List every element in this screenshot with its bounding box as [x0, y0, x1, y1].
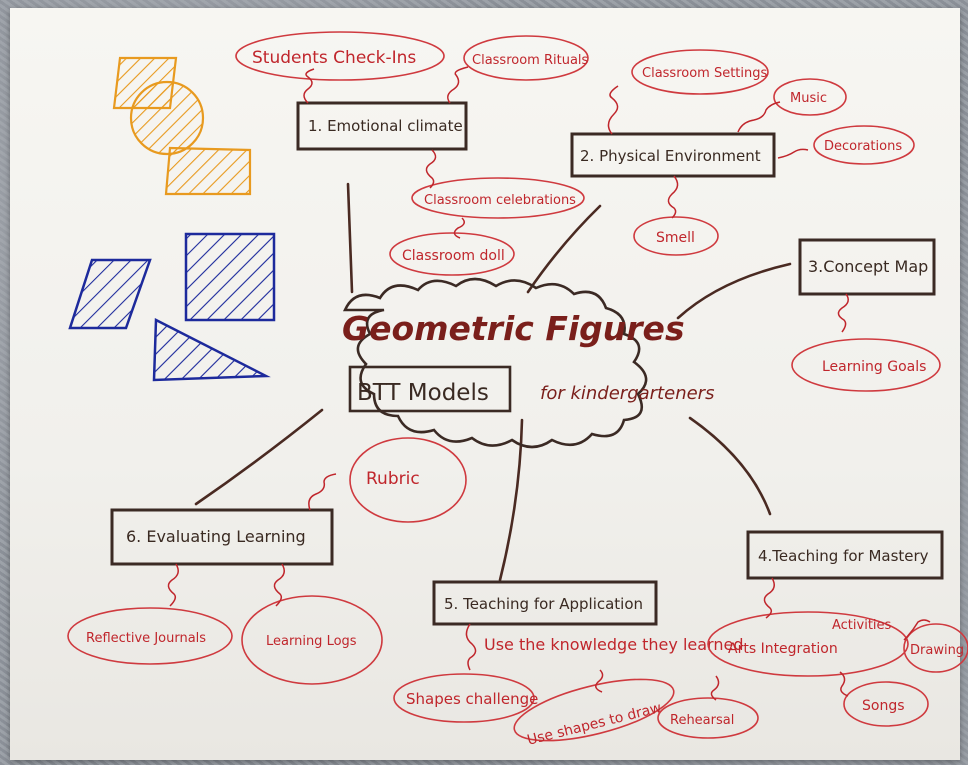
leaf-smell: Smell [656, 230, 695, 246]
leaf-logs: Learning Logs [266, 634, 357, 649]
leaf-checkins: Students Check-Ins [252, 48, 416, 68]
leaf-settings: Classroom Settings [642, 66, 768, 81]
node-2-label: 2. Physical Environment [580, 147, 761, 165]
bubble-shapes-challenge [393, 673, 535, 723]
leaf-decorations: Decorations [824, 139, 902, 154]
leaf-songs: Songs [862, 698, 905, 714]
bubble-arts [707, 611, 909, 677]
bubble-logs [241, 595, 383, 685]
leaf-rubric: Rubric [366, 469, 420, 489]
blue-shapes [68, 232, 276, 382]
leaf-celebrations: Classroom celebrations [424, 193, 576, 208]
node-box-5 [432, 580, 658, 626]
squiggle-connectors [167, 66, 931, 701]
node-box-6 [110, 508, 334, 566]
bubble-rehearsal [657, 697, 759, 739]
bubble-celebrations [411, 177, 585, 219]
leaf-music: Music [790, 91, 827, 106]
leaf-activities: Activities [832, 618, 892, 633]
leaf-rehearsal: Rehearsal [670, 713, 734, 728]
bubble-goals [791, 338, 941, 392]
orange-circle-shape [129, 80, 205, 156]
subtitle-boxed: BTT Models [357, 380, 489, 406]
node-6-label: 6. Evaluating Learning [126, 527, 306, 546]
node-box-3 [798, 238, 936, 296]
bubble-doll [389, 232, 515, 276]
map-title: Geometric Figures [342, 309, 685, 348]
blue-parallelogram-shape [68, 258, 152, 330]
bubble-checkins [235, 31, 445, 81]
bubble-songs [843, 681, 929, 727]
node-1-label: 1. Emotional climate [308, 117, 463, 135]
connector-lines [194, 182, 792, 582]
node-3-label: 3.Concept Map [808, 257, 928, 276]
blue-square-shape [184, 232, 276, 322]
leaf-doll: Classroom doll [402, 248, 505, 264]
node-box-2 [570, 132, 776, 178]
orange-shapes [112, 56, 252, 196]
bubble-settings [631, 49, 769, 95]
subtitle-rest: for kindergarteners [540, 383, 714, 404]
leaf-drawing: Drawing [910, 643, 964, 658]
bubble-smell [633, 216, 719, 256]
central-cloud [342, 277, 648, 449]
leaf-goals: Learning Goals [822, 359, 926, 375]
subtitle-box [348, 365, 512, 413]
bubble-journals [67, 607, 233, 665]
blue-triangle-shape [152, 317, 271, 382]
bubble-drawing [903, 623, 968, 673]
bubble-decorations [813, 125, 915, 165]
bubble-use-shapes [513, 678, 675, 742]
leaf-arts: Arts Integration [728, 641, 838, 657]
bubble-rituals [463, 35, 589, 81]
leaf-shapes-challenge: Shapes challenge [406, 690, 538, 708]
leaf-use-shapes: Use shapes to draw [526, 700, 664, 749]
node-box-4 [746, 530, 944, 580]
orange-square-shape [164, 146, 252, 196]
bubble-rubric [349, 437, 467, 523]
leaf-use-knowledge: Use the knowledge they learned [484, 635, 743, 654]
leaf-rituals: Classroom Rituals [472, 53, 589, 68]
leaf-journals: Reflective Journals [86, 631, 206, 646]
bubble-music [773, 78, 847, 116]
node-4-label: 4.Teaching for Mastery [758, 547, 929, 565]
node-5-label: 5. Teaching for Application [444, 595, 643, 613]
node-box-1 [296, 101, 468, 151]
